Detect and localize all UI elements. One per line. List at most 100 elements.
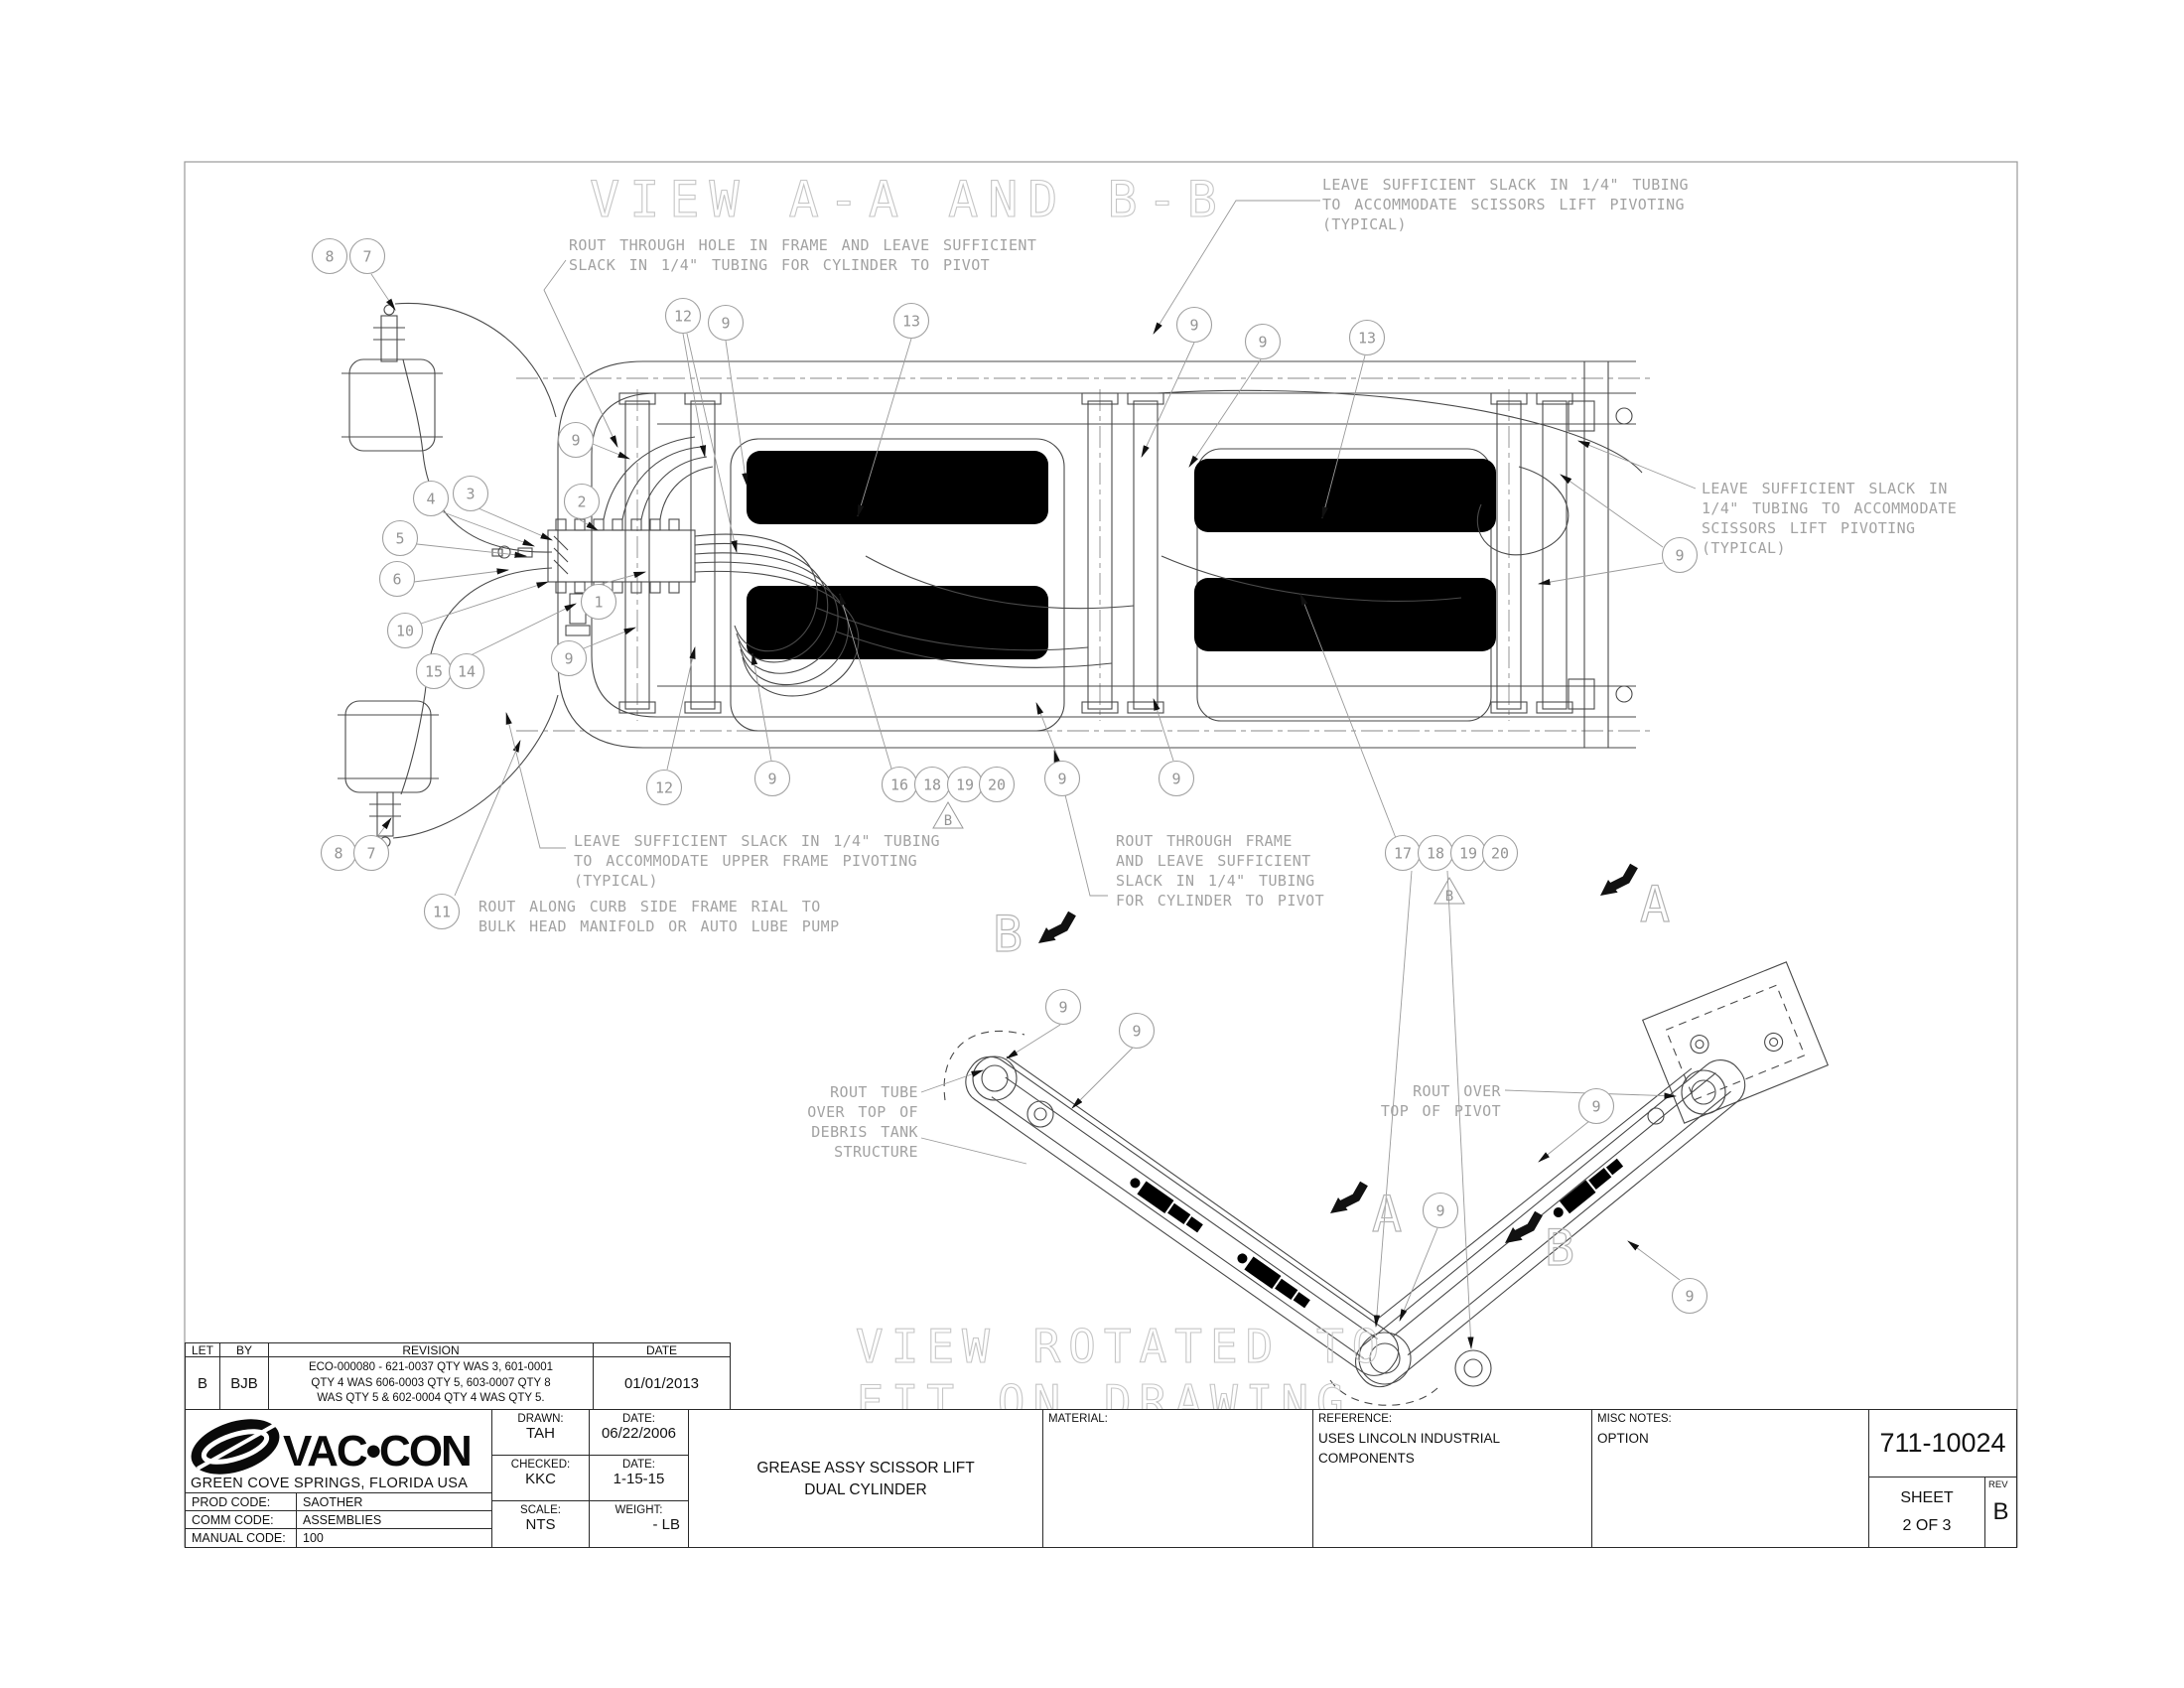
balloon-callout-17: 17 [1384, 834, 1422, 872]
balloon-callout-5: 5 [381, 519, 419, 557]
svg-text:SLACK IN 1/4" TUBING FOR CYLIN: SLACK IN 1/4" TUBING FOR CYLINDER TO PIV… [569, 256, 990, 274]
svg-text:TO ACCOMMODATE SCISSORS LIFT P: TO ACCOMMODATE SCISSORS LIFT PIVOTING [1322, 196, 1685, 213]
svg-text:LEAVE SUFFICIENT SLACK IN: LEAVE SUFFICIENT SLACK IN [1702, 480, 1948, 497]
svg-text:AND LEAVE SUFFICIENT: AND LEAVE SUFFICIENT [1116, 852, 1311, 870]
misc-notes-cell: MISC NOTES: OPTION [1591, 1409, 1869, 1548]
svg-text:19: 19 [1459, 845, 1477, 863]
rotated-note-1: VIEW ROTATED TO [856, 1320, 1387, 1373]
svg-text:15: 15 [425, 663, 443, 681]
svg-text:TOP OF PIVOT: TOP OF PIVOT [1381, 1102, 1501, 1120]
balloon-callout-9: 9 [557, 421, 595, 459]
svg-text:ROUT THROUGH FRAME: ROUT THROUGH FRAME [1116, 832, 1293, 850]
revision-triangle-b: B [932, 800, 964, 829]
rev-col-revision: REVISION [268, 1342, 594, 1357]
scale-value: NTS [525, 1516, 556, 1533]
svg-text:A: A [1372, 1186, 1402, 1243]
balloon-callout-10: 10 [386, 612, 424, 649]
company-name: VAC•CON [283, 1427, 471, 1476]
svg-text:14: 14 [458, 663, 476, 681]
prod-code-label: PROD CODE: [185, 1492, 297, 1511]
svg-text:BULK HEAD MANIFOLD OR AUTO LUB: BULK HEAD MANIFOLD OR AUTO LUBE PUMP [478, 917, 840, 935]
svg-text:B: B [993, 906, 1023, 963]
centerlines [516, 377, 1652, 732]
drawing-title: GREASE ASSY SCISSOR LIFT DUAL CYLINDER [756, 1460, 975, 1498]
svg-text:(TYPICAL): (TYPICAL) [1702, 539, 1786, 557]
rev-by: BJB [219, 1356, 269, 1410]
drawn-date-label: DATE: [621, 1413, 655, 1425]
note-slack-upper-frame: LEAVE SUFFICIENT SLACK IN 1/4" TUBINGTO … [574, 832, 940, 890]
svg-text:20: 20 [988, 776, 1006, 794]
svg-text:10: 10 [396, 623, 414, 640]
svg-text:A: A [1640, 876, 1670, 933]
svg-text:8: 8 [334, 845, 342, 863]
balloon-callout-9: 9 [1671, 1277, 1708, 1315]
note-slack-scissors-right: LEAVE SUFFICIENT SLACK IN1/4" TUBING TO … [1702, 480, 1957, 557]
svg-text:B: B [1545, 1219, 1574, 1277]
rev-let: B [185, 1356, 220, 1410]
balloon-callout-12: 12 [664, 297, 702, 335]
prod-code-value: SAOTHER [296, 1492, 492, 1511]
drawn-date-value: 06/22/2006 [601, 1425, 677, 1442]
svg-text:13: 13 [1358, 330, 1376, 348]
rev-col-by: BY [219, 1342, 269, 1357]
balloon-callout-9: 9 [1422, 1192, 1459, 1229]
balloon-callout-8: 8 [320, 834, 357, 872]
misc-notes-value: OPTION [1597, 1431, 1649, 1446]
svg-text:12: 12 [674, 308, 692, 326]
balloon-callout-9: 9 [550, 639, 588, 677]
rev-col-let: LET [185, 1342, 220, 1357]
balloon-callout-18: 18 [1417, 834, 1454, 872]
balloon-callout-15: 15 [415, 652, 453, 690]
section-arrow-icon [1505, 1210, 1543, 1243]
vaccon-logo: VAC•CON [191, 1419, 473, 1476]
reference-label: REFERENCE: [1318, 1413, 1393, 1425]
checked-date-label: DATE: [621, 1459, 655, 1471]
balloon-callout-9: 9 [1158, 760, 1195, 797]
balloon-callout-7: 7 [348, 237, 386, 275]
svg-text:9: 9 [1171, 771, 1180, 788]
weight-cell: WEIGHT: - LB [589, 1500, 689, 1548]
svg-text:8: 8 [325, 248, 334, 266]
material-cell: MATERIAL: [1042, 1409, 1313, 1548]
sheet-value: 2 OF 3 [1902, 1517, 1952, 1534]
company-address: GREEN COVE SPRINGS, FLORIDA USA [191, 1476, 469, 1491]
rev-value: B [1992, 1498, 2009, 1525]
annotations: ROUT THROUGH HOLE IN FRAME AND LEAVE SUF… [478, 176, 1957, 1161]
svg-text:SLACK IN 1/4" TUBING: SLACK IN 1/4" TUBING [1116, 872, 1315, 890]
svg-text:3: 3 [466, 486, 475, 503]
svg-text:9: 9 [1435, 1202, 1444, 1220]
svg-text:17: 17 [1394, 845, 1412, 863]
balloon-callout-19: 19 [1449, 834, 1487, 872]
weight-value: - LB [652, 1516, 680, 1533]
scale-cell: SCALE: NTS [491, 1500, 590, 1548]
balloon-callout-3: 3 [452, 475, 489, 512]
drawn-cell: DRAWN: TAH [491, 1409, 590, 1456]
svg-text:9: 9 [1189, 317, 1198, 335]
balloon-callout-9: 9 [707, 304, 745, 342]
svg-text:9: 9 [571, 432, 580, 450]
balloon-callout-12: 12 [645, 769, 683, 806]
section-letter-b: B [992, 905, 1076, 964]
svg-text:2: 2 [577, 493, 586, 511]
svg-text:9: 9 [1057, 771, 1066, 788]
sheet-label: SHEET [1900, 1489, 1954, 1506]
balloon-callout-9: 9 [1577, 1087, 1615, 1125]
drawn-date-cell: DATE: 06/22/2006 [589, 1409, 689, 1456]
drawn-label: DRAWN: [517, 1413, 564, 1425]
note-slack-scissors-top: LEAVE SUFFICIENT SLACK IN 1/4" TUBINGTO … [1322, 176, 1689, 233]
rev-description: ECO-000080 - 621-0037 QTY WAS 3, 601-000… [268, 1356, 594, 1410]
svg-text:SCISSORS LIFT PIVOTING: SCISSORS LIFT PIVOTING [1702, 519, 1915, 537]
drawing-number: 711-10024 [1868, 1409, 2017, 1477]
reference-cell: REFERENCE: USES LINCOLN INDUSTRIAL COMPO… [1312, 1409, 1592, 1548]
material-label: MATERIAL: [1048, 1413, 1108, 1425]
svg-text:9: 9 [767, 771, 776, 788]
section-letter-a: A [1600, 863, 1671, 934]
balloon-callout-1: 1 [580, 583, 617, 621]
rev-cell: REV B [1984, 1477, 2017, 1548]
rev-line-3: WAS QTY 5 & 602-0004 QTY 4 WAS QTY 5. [317, 1392, 545, 1405]
svg-text:ROUT THROUGH HOLE IN FRAME AND: ROUT THROUGH HOLE IN FRAME AND LEAVE SUF… [569, 236, 1036, 254]
svg-text:4: 4 [426, 491, 435, 508]
balloon-callout-9: 9 [1044, 988, 1082, 1026]
svg-text:19: 19 [956, 776, 974, 794]
